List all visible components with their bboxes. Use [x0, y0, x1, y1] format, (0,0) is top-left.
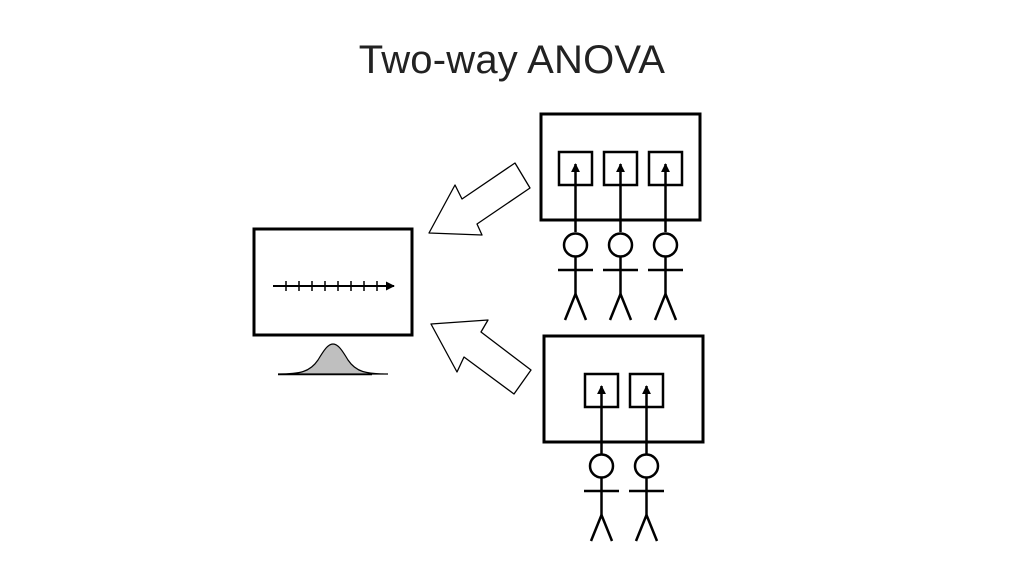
- person-icon: [584, 453, 619, 542]
- person-icon: [603, 232, 638, 321]
- number-line-ticks: [285, 281, 378, 291]
- slide-title: Two-way ANOVA: [358, 38, 666, 82]
- person-icon: [629, 453, 664, 542]
- person-icon: [558, 232, 593, 321]
- result-monitor: [252, 227, 414, 376]
- monitor-screen: [252, 227, 414, 337]
- lower-flow-arrow: [430, 319, 532, 395]
- factor-group-b: [542, 334, 705, 542]
- upper-flow-arrow: [428, 162, 531, 236]
- factor-b-box: [542, 334, 705, 444]
- factor-group-a: [539, 112, 702, 321]
- person-icon: [648, 232, 683, 321]
- distribution-curve: [277, 343, 389, 375]
